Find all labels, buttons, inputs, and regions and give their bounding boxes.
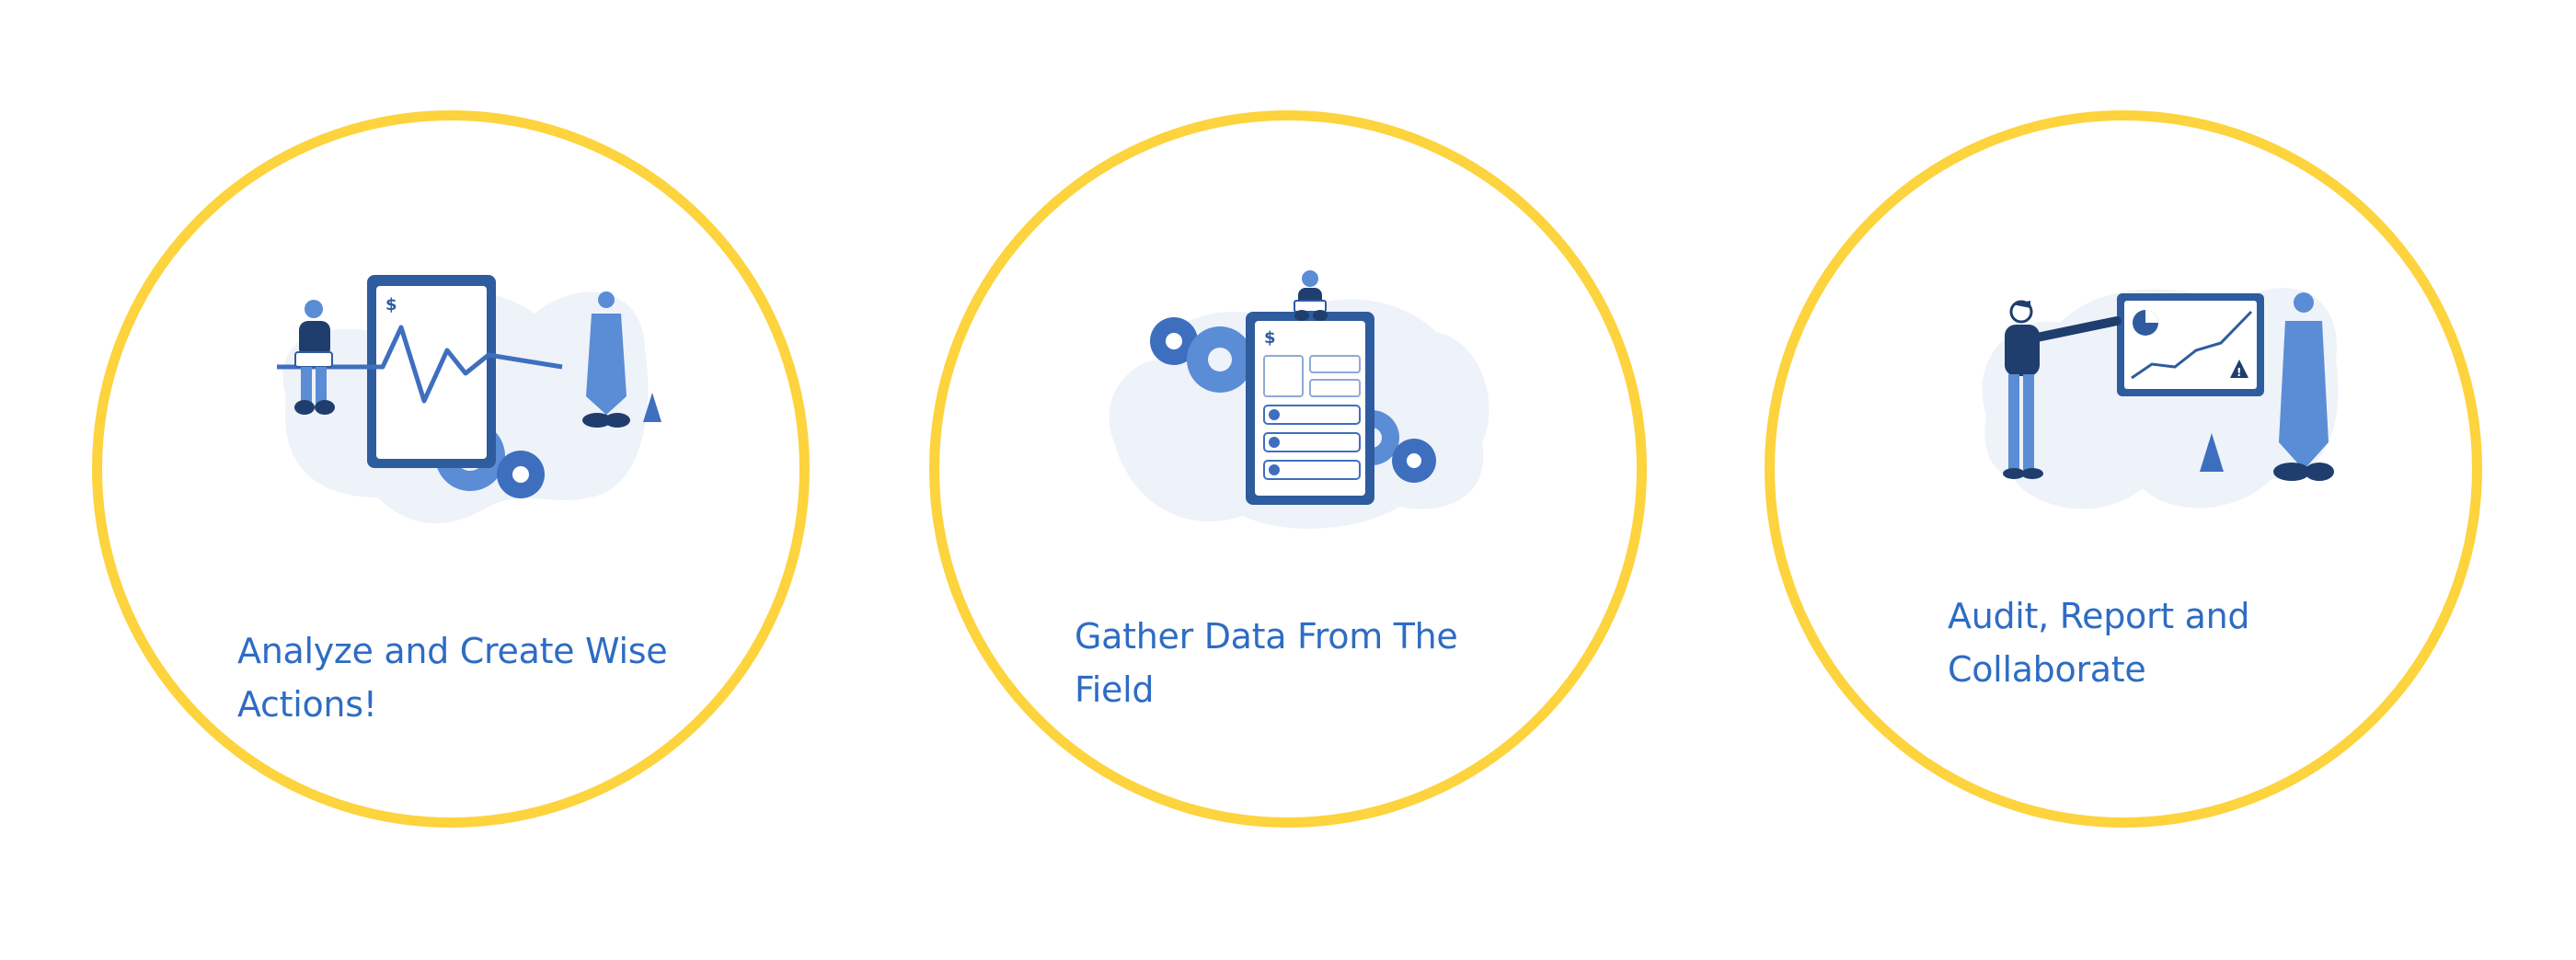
trend-line-icon [2131, 310, 2253, 380]
feature-card-analyze: $ Analyze and Create Wise Actions! [92, 110, 810, 828]
worker-left-figure [294, 300, 335, 415]
gather-data-illustration: $ [1109, 270, 1489, 529]
audit-report-illustration: ! [1982, 288, 2339, 509]
currency-symbol: $ [385, 295, 397, 314]
svg-text:!: ! [2237, 366, 2241, 379]
feature-label-gather: Gather Data From The Field [1075, 616, 1458, 710]
worker-right-figure [2273, 292, 2334, 481]
feature-card-audit: ! Audit, Report and Collaborate [1765, 110, 2482, 828]
line-chart-icon [277, 325, 563, 404]
feature-card-gather: $ Gather Data From The Field [929, 110, 1647, 828]
traffic-cone-icon [643, 393, 661, 422]
feature-label-audit: Audit, Report and Collaborate [1948, 596, 2250, 690]
gear-icon [1150, 317, 1253, 393]
presenter-figure [2003, 300, 2122, 479]
worker-right-figure [582, 291, 630, 428]
user-list-icon [1263, 405, 1361, 480]
analyze-illustration: $ [277, 275, 661, 524]
traffic-cone-icon [2200, 433, 2224, 472]
feature-label-analyze: Analyze and Create Wise Actions! [237, 631, 668, 725]
worker-sitting-figure [1294, 270, 1328, 321]
warning-icon [2230, 360, 2248, 378]
currency-symbol: $ [1264, 328, 1276, 348]
